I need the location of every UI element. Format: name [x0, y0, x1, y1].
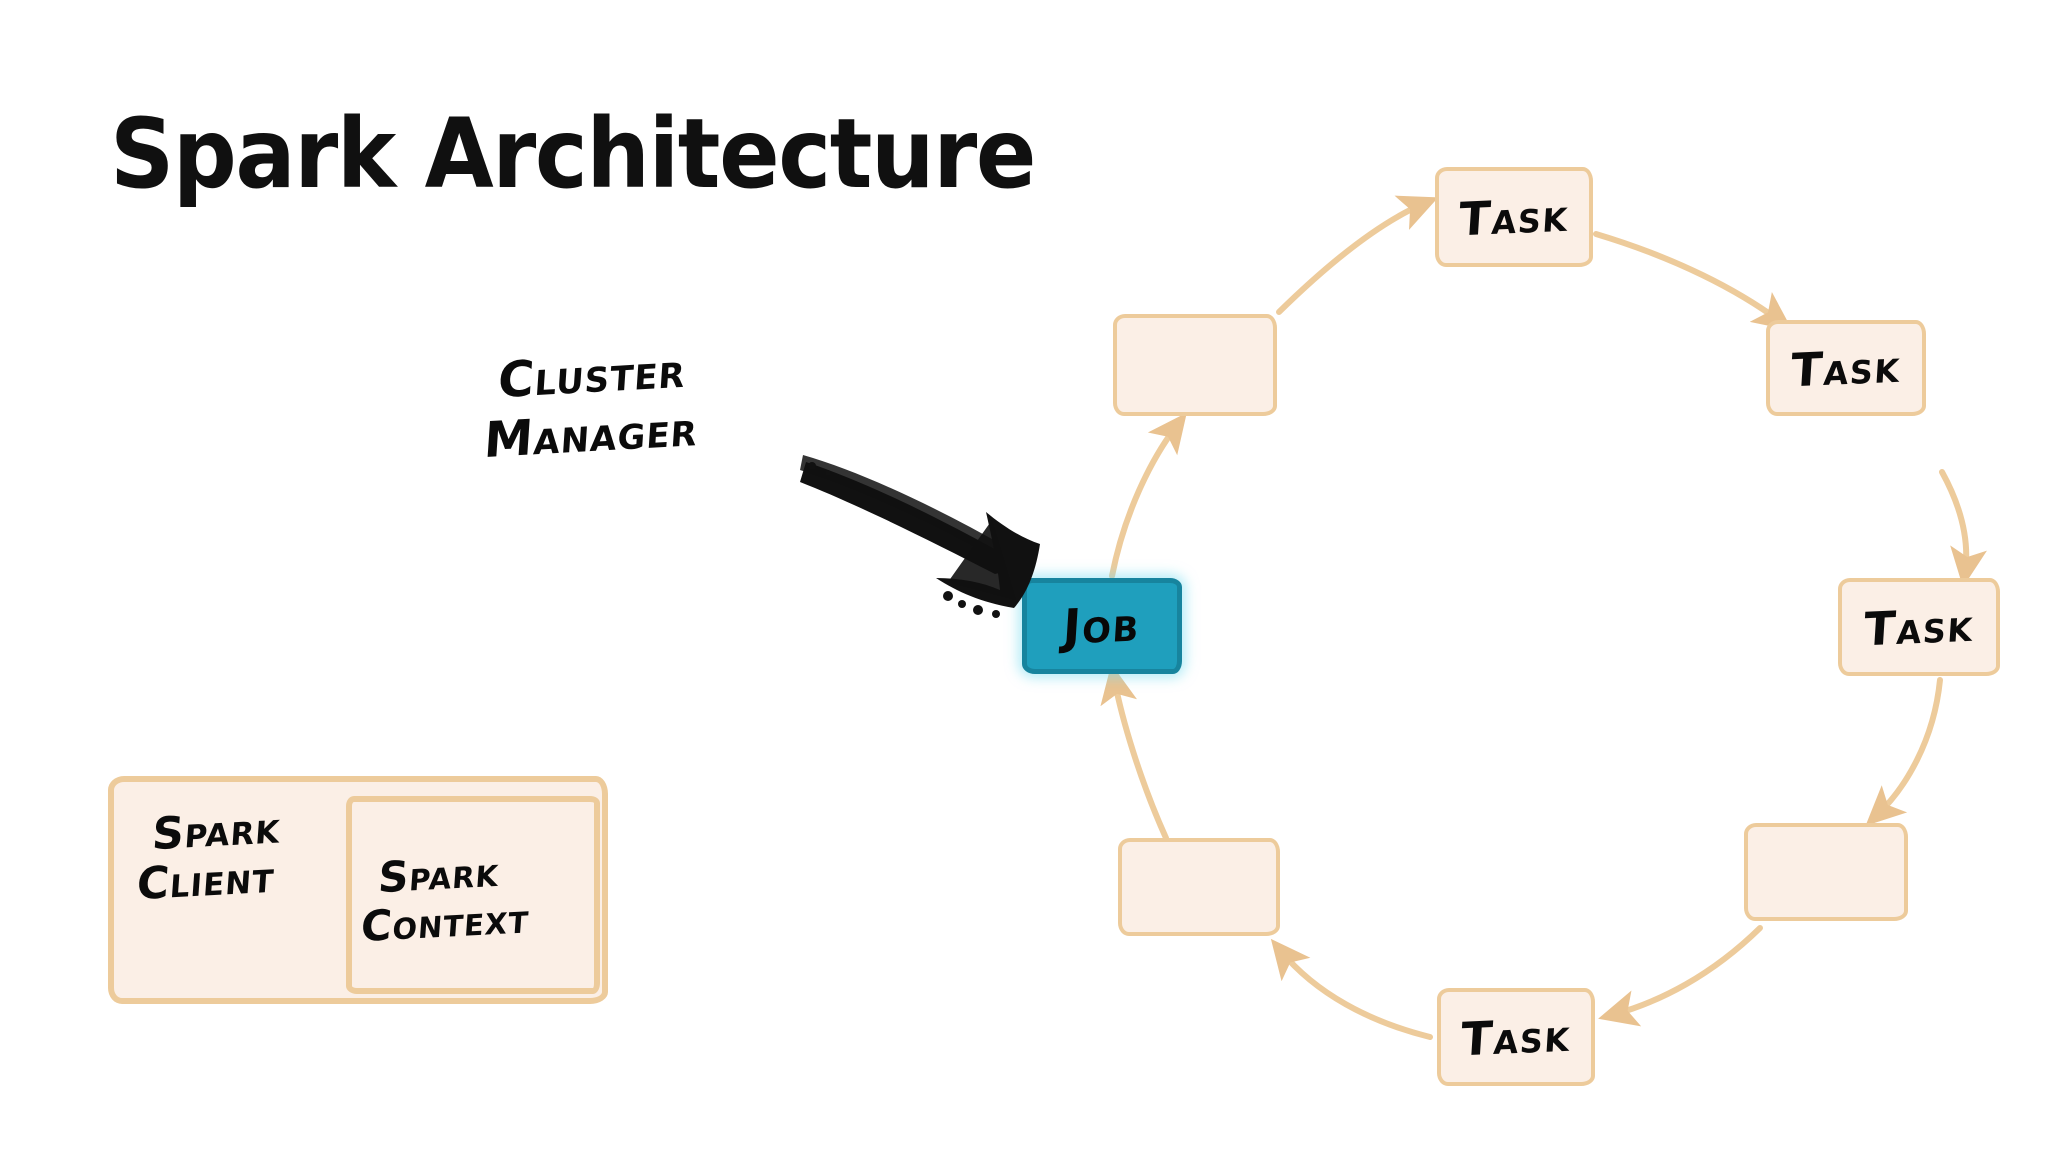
- node-task-upper-right-label: Task: [1789, 338, 1903, 398]
- spark-context-box[interactable]: Spark Context: [346, 796, 600, 994]
- edge-task-right-to-slot-lower-right: [1865, 677, 1943, 826]
- edge-job-to-slot-upper-left: [1109, 412, 1187, 579]
- spark-client-label: Spark Client: [135, 802, 283, 910]
- node-slot-upper-left[interactable]: [1113, 314, 1277, 416]
- node-job-label: Job: [1061, 596, 1143, 656]
- edge-task-top-to-task-upper-right: [1593, 231, 1793, 331]
- edge-slot-lower-right-to-task-bottom: [1598, 925, 1763, 1027]
- node-task-right[interactable]: Task: [1838, 578, 2000, 676]
- spark-client-line-2: Client: [135, 851, 277, 911]
- node-task-top-label: Task: [1457, 187, 1571, 247]
- node-job[interactable]: Job: [1022, 578, 1182, 674]
- spark-context-label: Spark Context: [359, 846, 534, 951]
- node-task-bottom[interactable]: Task: [1437, 988, 1595, 1086]
- node-task-upper-right[interactable]: Task: [1766, 320, 1926, 416]
- page-title: Spark Architecture: [110, 98, 1036, 210]
- spark-context-line-2: Context: [359, 893, 531, 952]
- cluster-manager-line-2: Manager: [482, 399, 700, 469]
- cluster-manager-annotation: Cluster Manager: [482, 341, 704, 471]
- node-task-right-label: Task: [1862, 597, 1976, 657]
- spark-client-line-1: Spark: [150, 802, 283, 861]
- edge-slot-upper-left-to-task-top: [1276, 195, 1439, 315]
- edge-task-upper-right-to-task-right: [1939, 469, 1987, 588]
- node-slot-lower-left[interactable]: [1118, 838, 1280, 936]
- node-task-top[interactable]: Task: [1435, 167, 1593, 267]
- edge-slot-lower-left-to-job: [1100, 663, 1169, 841]
- node-task-bottom-label: Task: [1459, 1007, 1573, 1067]
- node-slot-lower-right[interactable]: [1744, 823, 1908, 921]
- edge-task-bottom-to-slot-lower-left: [1270, 938, 1433, 1040]
- spark-client-box[interactable]: Spark Client Spark Context: [108, 776, 608, 1004]
